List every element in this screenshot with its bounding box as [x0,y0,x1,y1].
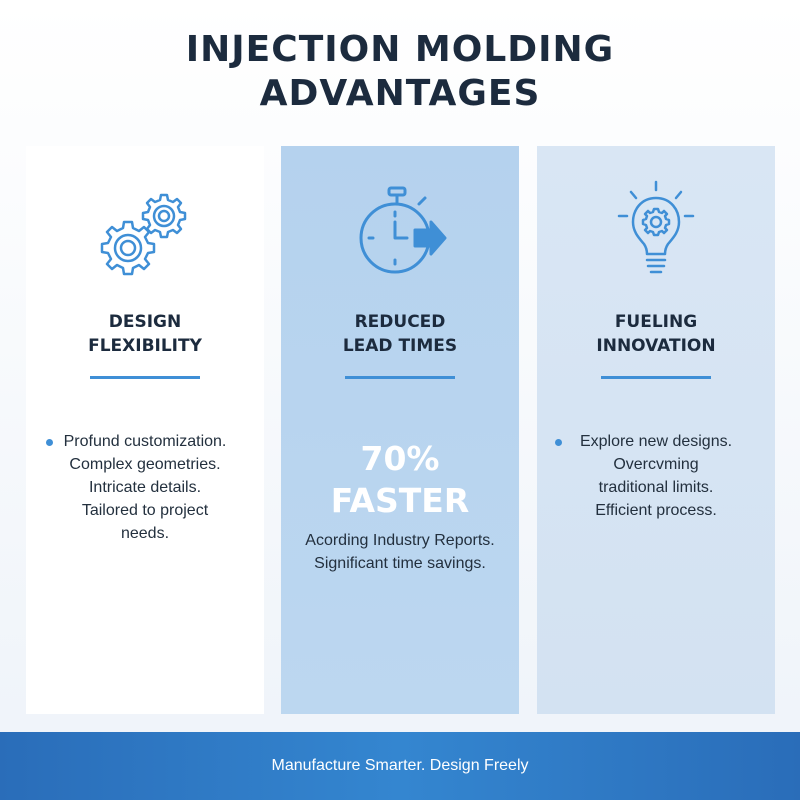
bullet-text: traditional limits. [598,479,714,496]
card-title-line-2: INNOVATION [596,336,716,356]
stat-note: Acording Industry Reports. Significant t… [281,529,519,575]
bullet-list: Explore new designs. Overcvming traditio… [537,430,775,522]
bullet-text: Complex geometries. [69,456,221,473]
bullet-text: Explore new designs. [579,433,733,450]
divider [345,376,455,379]
page-title-line-2: ADVANTAGES [259,73,541,114]
stat-value: 70% FASTER [281,438,519,522]
lightbulb-gear-icon [537,180,775,290]
bullet-text: Efficient process. [595,502,717,519]
bullet-dot [555,439,562,446]
bullet-text: Profund customization. [63,433,227,450]
footer-tagline: Manufacture Smarter. Design Freely [271,757,529,774]
card-reduced-lead-times: REDUCED LEAD TIMES 70% FASTER Acording I… [281,146,519,714]
stat-percent: 70% [360,439,440,478]
page-title: INJECTION MOLDING ADVANTAGES [0,28,800,116]
card-title: DESIGN FLEXIBILITY [26,310,264,358]
card-title-line-1: FUELING [614,312,698,332]
gears-icon [26,180,264,290]
card-design-flexibility: DESIGN FLEXIBILITY Profund customization… [26,146,264,714]
stat-note-line: Acording Industry Reports. [305,532,495,549]
bullet-text: Overcvming [613,456,699,473]
card-title-line-2: FLEXIBILITY [88,336,202,356]
card-fueling-innovation: FUELING INNOVATION Explore new designs. … [537,146,775,714]
footer-banner: Manufacture Smarter. Design Freely [0,732,800,800]
stat-note-line: Significant time savings. [314,555,486,572]
stat-label: FASTER [330,481,470,520]
bullet-text: Tailored to project [81,502,209,519]
page-title-line-1: INJECTION MOLDING [185,29,615,70]
card-title-line-1: REDUCED [354,312,446,332]
card-title: REDUCED LEAD TIMES [281,310,519,358]
stopwatch-arrow-icon [281,180,519,290]
card-title-line-2: LEAD TIMES [342,336,458,356]
bullet-text: Intricate details. [88,479,202,496]
bullet-list: Profund customization. Complex geometrie… [26,430,264,545]
card-title-line-1: DESIGN [108,312,182,332]
bullet-text: needs. [120,525,170,542]
divider [601,376,711,379]
bullet-dot [46,439,53,446]
card-title: FUELING INNOVATION [537,310,775,358]
divider [90,376,200,379]
